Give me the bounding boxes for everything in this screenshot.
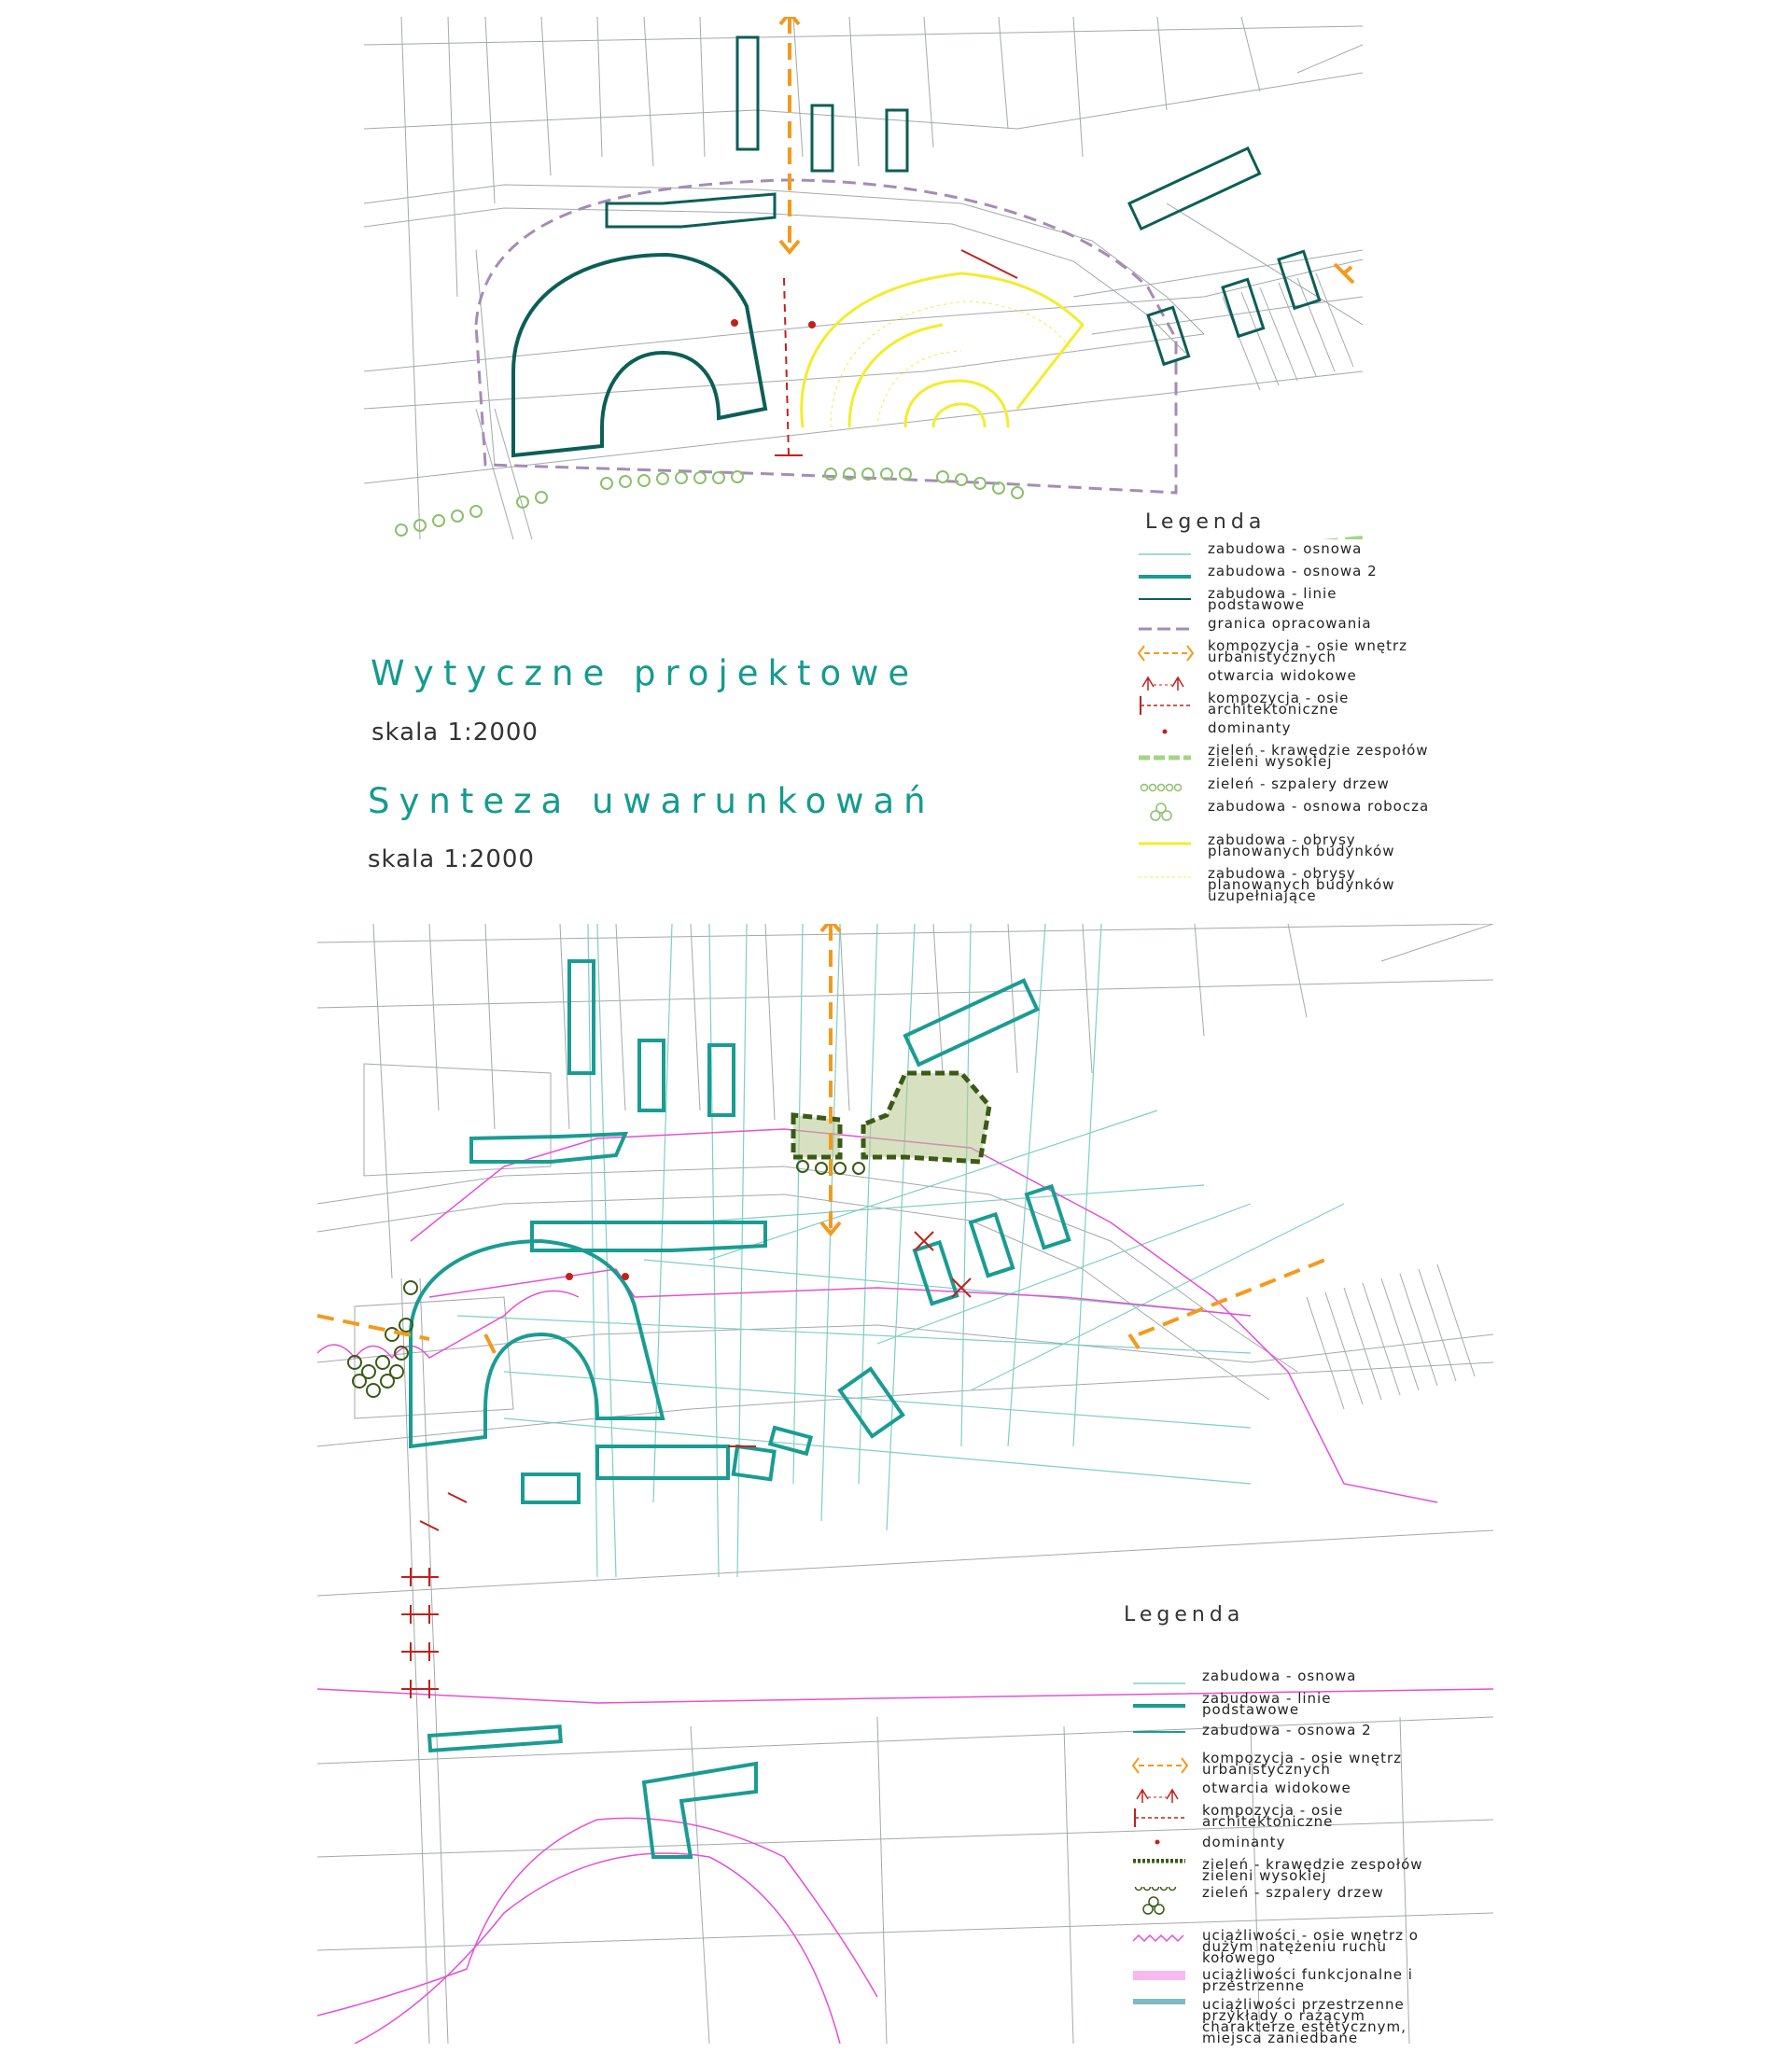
building-8 — [1277, 249, 1322, 311]
building-b9 — [1024, 1183, 1071, 1250]
building-b13 — [837, 1366, 905, 1439]
planned-arcs — [800, 272, 1085, 428]
building-3 — [885, 108, 909, 173]
building-b12 — [521, 1473, 581, 1504]
legend-bottom-item: dominanty — [1129, 1836, 1409, 1863]
legend-bottom-item: otwarcia widokowe — [1129, 1781, 1409, 1808]
dominant-point-1 — [731, 319, 738, 327]
building-b4 — [469, 1131, 629, 1164]
dominant-point-2 — [808, 321, 816, 328]
building-b2 — [637, 1039, 665, 1112]
legend-bottom: zabudowa - osnowa zabudowa - linie podst… — [1129, 1668, 1447, 2045]
map-synthesis-drawing — [317, 924, 1493, 2044]
legend-top-item: zabudowa - osnowa 2 — [1139, 563, 1378, 579]
legend-bottom-item: zabudowa - osnowa 2 — [1133, 1722, 1372, 1738]
red-axis — [775, 249, 1018, 456]
teal-buildings — [409, 959, 1071, 1859]
title-synthesis: Synteza uwarunkowań — [368, 781, 935, 821]
dominant-point-1 — [566, 1273, 573, 1280]
legend-bottom-item: uciążliwości - osie wnętrz o dużym natęż… — [1129, 1929, 1418, 1965]
title-design-guidelines: Wytyczne projektowe — [371, 653, 919, 693]
building-b3 — [707, 1043, 735, 1117]
base-map-lines — [317, 924, 1493, 2044]
orange-axis — [317, 924, 1326, 1354]
building-b6 — [903, 978, 1040, 1068]
building-b7 — [912, 1239, 959, 1306]
building-b10 — [595, 1445, 730, 1480]
legend-top-item: zabudowa - linie podstawowe — [1139, 585, 1337, 613]
scale-design-guidelines: skala 1:2000 — [371, 719, 539, 747]
legend-bottom-item: kompozycja - osie architektoniczne — [1134, 1802, 1344, 1830]
building-b14 — [767, 1425, 814, 1457]
crescent-building-b — [409, 1238, 665, 1449]
traffic-nuisance-lines — [317, 1128, 1493, 2044]
legend-bottom-item: uciążliwości funkcjonalne i przestrzenne — [1129, 1968, 1412, 1995]
dominant-point-2 — [622, 1273, 629, 1280]
building-b5 — [530, 1221, 767, 1252]
legend-top-item: zabudowa - osnowa — [1139, 540, 1363, 557]
building-4 — [605, 192, 777, 229]
orange-axis — [778, 17, 1355, 285]
legend-bottom-item: zabudowa - osnowa — [1133, 1668, 1357, 1684]
building-b1 — [567, 959, 595, 1075]
building-2 — [810, 104, 834, 173]
study-boundary — [474, 178, 1178, 495]
crescent-building — [511, 252, 768, 458]
legend-title-bottom: Legenda — [1124, 1603, 1245, 1626]
map-design-guidelines — [364, 17, 1363, 539]
legend-top-item: otwarcia widokowe — [1135, 669, 1415, 696]
legend-bottom-item: uciążliwości przestrzenne przykłady o ra… — [1129, 1998, 1409, 2045]
high-greenery-patches — [791, 1070, 992, 1165]
parking-stripes — [1222, 272, 1354, 391]
planned-arcs-dotted — [830, 300, 1074, 428]
legend-top-item: granica opracowania — [1139, 615, 1372, 632]
building-1 — [735, 35, 760, 151]
legend-top-item: zieleń - szpalery drzew — [1135, 777, 1415, 804]
legend-title-top: Legenda — [1145, 510, 1267, 534]
teal-buildings — [605, 35, 1322, 367]
scale-synthesis: skala 1:2000 — [368, 845, 535, 873]
parking-stripes — [1306, 1263, 1476, 1410]
legend-bottom-item: zieleń - szpalery drzew — [1129, 1886, 1409, 1913]
legend-top-item: zabudowa - osnowa robocza — [1135, 800, 1428, 827]
building-b15 — [427, 1724, 563, 1753]
building-b16 — [641, 1761, 758, 1859]
legend-bottom-item — [1129, 1896, 1409, 1922]
legend-bottom-item: kompozycja - osie wnętrz urbanistycznych — [1129, 1752, 1409, 1779]
building-5 — [1127, 146, 1262, 231]
legend-top-item: dominanty — [1135, 721, 1415, 748]
legend-top-item: kompozycja - osie wnętrz urbanistycznych — [1135, 639, 1415, 666]
legend-top-item: zabudowa - obrysy planowanych budynków — [1139, 831, 1395, 859]
olive-tree-rows — [347, 1160, 865, 1398]
building-b8 — [968, 1211, 1015, 1278]
building-7 — [1221, 277, 1266, 339]
tree-rows — [395, 468, 1024, 537]
legend-bottom-item: zabudowa - linie podstawowe — [1133, 1690, 1332, 1718]
map-design-guidelines-drawing — [364, 17, 1363, 539]
legend-top-item: zabudowa - obrysy planowanych budynków u… — [1139, 865, 1395, 904]
map-synthesis — [317, 924, 1493, 2044]
legend-top: zabudowa - osnowa zabudowa - osnowa 2 za… — [1135, 540, 1452, 907]
composition-grid-lines — [456, 924, 1345, 1578]
legend-bottom-item: zieleń - krawędzie zespołów zieleni wyso… — [1133, 1856, 1423, 1884]
building-b11 — [731, 1444, 777, 1482]
legend-top-item: kompozycja - osie architektoniczne — [1140, 690, 1350, 718]
building-6 — [1146, 305, 1191, 367]
legend-top-item: zieleń - krawędzie zespołów zieleni wyso… — [1139, 742, 1429, 770]
view-openings — [401, 1231, 972, 1698]
base-map-lines — [364, 17, 1363, 539]
